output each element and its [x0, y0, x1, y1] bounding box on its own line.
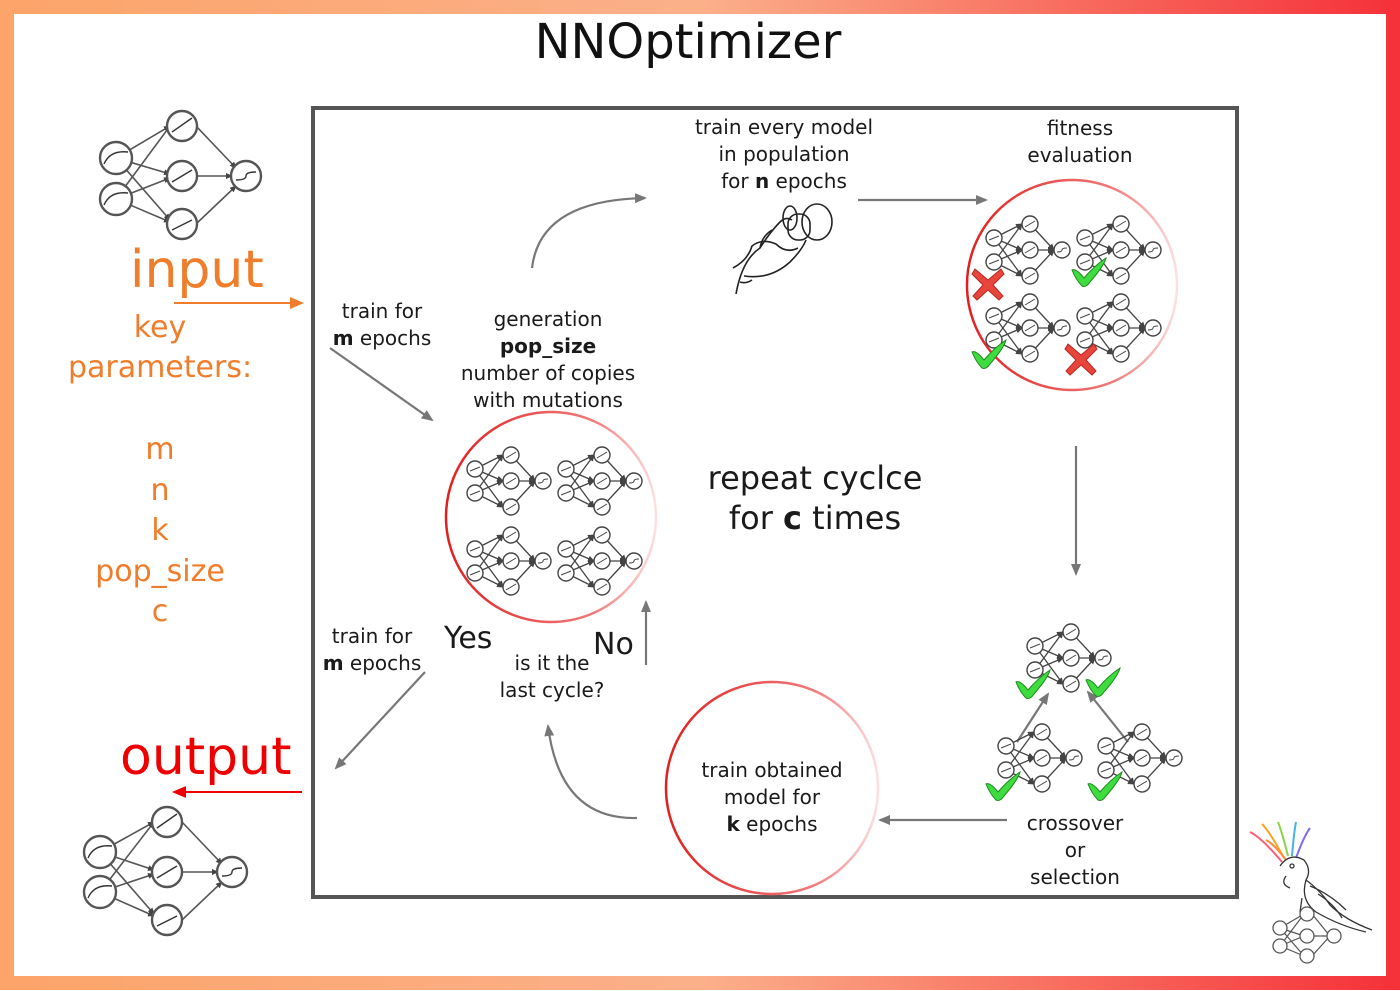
- crossover-networks: [998, 624, 1182, 792]
- fitness-evaluation-label: fitness evaluation: [1027, 116, 1133, 167]
- no-label: No: [593, 627, 634, 662]
- training-muscle-icon: [732, 203, 833, 295]
- page-title: NNOptimizer: [534, 14, 842, 70]
- param-item: c: [151, 594, 169, 629]
- key-parameters-heading: key parameters:: [67, 310, 253, 385]
- train-obtained-circle: [664, 680, 880, 896]
- train-for-m-bottom-label: train for m epochs: [322, 624, 422, 675]
- output-network-icon: [82, 805, 249, 937]
- train-every-model-label: train every model in population for n ep…: [694, 115, 874, 193]
- input-label: input: [130, 240, 264, 300]
- parrot-mascot-icon: [1249, 821, 1373, 964]
- last-cycle-question: is it the last cycle?: [499, 651, 605, 702]
- repeat-cycle-label: repeat cyclce for c times: [707, 459, 923, 537]
- param-item: k: [151, 513, 169, 548]
- crossover-selection-label: crossover or selection: [1026, 811, 1124, 889]
- yes-label: Yes: [444, 621, 493, 656]
- key-parameters-list: m n k pop_size c: [40, 430, 280, 633]
- train-obtained-label: train obtained model for k epochs: [701, 758, 843, 836]
- input-network-icon: [98, 109, 263, 241]
- train-for-m-top-label: train for m epochs: [332, 299, 432, 350]
- selected-check-icon: [1085, 667, 1121, 697]
- generation-circle: [444, 410, 658, 624]
- param-item: m: [145, 432, 175, 467]
- param-item: n: [150, 472, 170, 508]
- fitness-circle: [965, 178, 1179, 392]
- output-label: output: [120, 727, 292, 787]
- cycle-box: [311, 106, 1239, 899]
- param-item: pop_size: [95, 553, 225, 589]
- flow-arrows: [329, 193, 1129, 825]
- generation-label: generation pop_size number of copies wit…: [460, 307, 636, 412]
